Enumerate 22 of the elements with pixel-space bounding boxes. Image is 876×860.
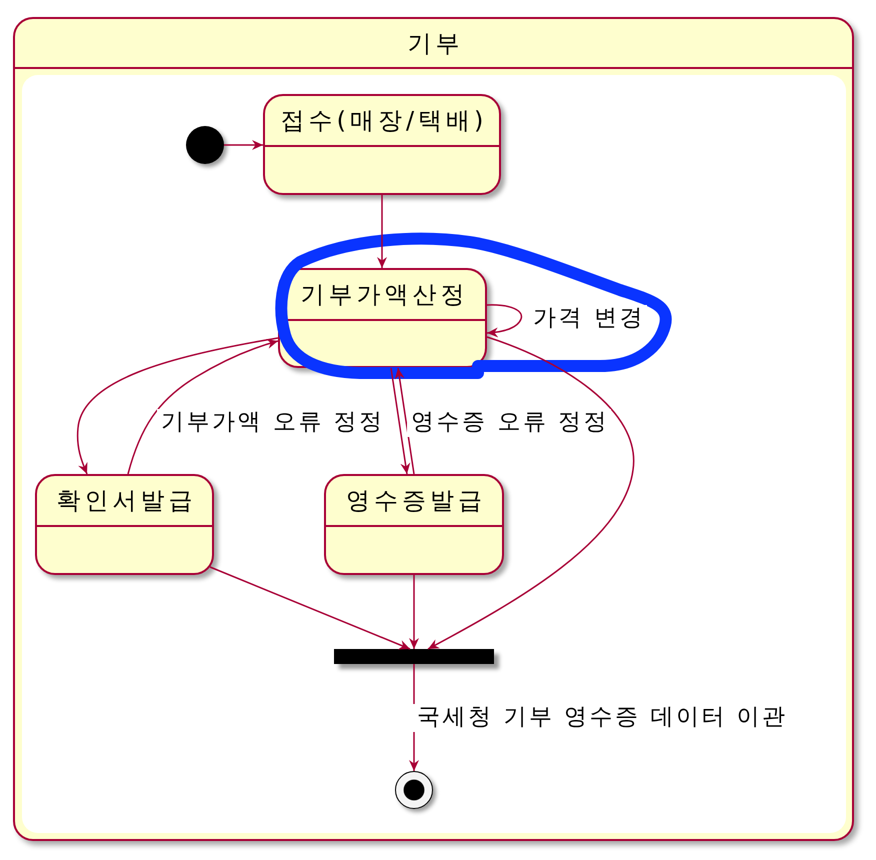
join-bar (334, 649, 494, 664)
transition-arrow (76, 337, 278, 474)
state-title: 기부 (406, 30, 464, 58)
state-box (324, 474, 504, 575)
state-name: 확인서발급 (56, 486, 196, 516)
transition-arrow (127, 339, 278, 474)
transition-arrow (486, 304, 522, 338)
transition-arrow (394, 368, 415, 474)
state-name: 접수(매장/택배) (280, 106, 488, 136)
transition-arrow (390, 368, 410, 474)
state-box (35, 474, 214, 575)
transition-arrow (210, 566, 410, 650)
composite-state-box (13, 17, 854, 841)
transition-arrow (428, 336, 634, 650)
transition-arrow (224, 140, 263, 150)
edge-label: 영수증 오류 정정 (407, 409, 612, 437)
state-name: 기부가액산정 (300, 280, 468, 310)
state-box (278, 268, 487, 368)
transition-arrow (377, 195, 387, 268)
state-name: 영수증발급 (345, 486, 486, 516)
transition-arrow (409, 575, 419, 649)
state-box (263, 94, 501, 195)
